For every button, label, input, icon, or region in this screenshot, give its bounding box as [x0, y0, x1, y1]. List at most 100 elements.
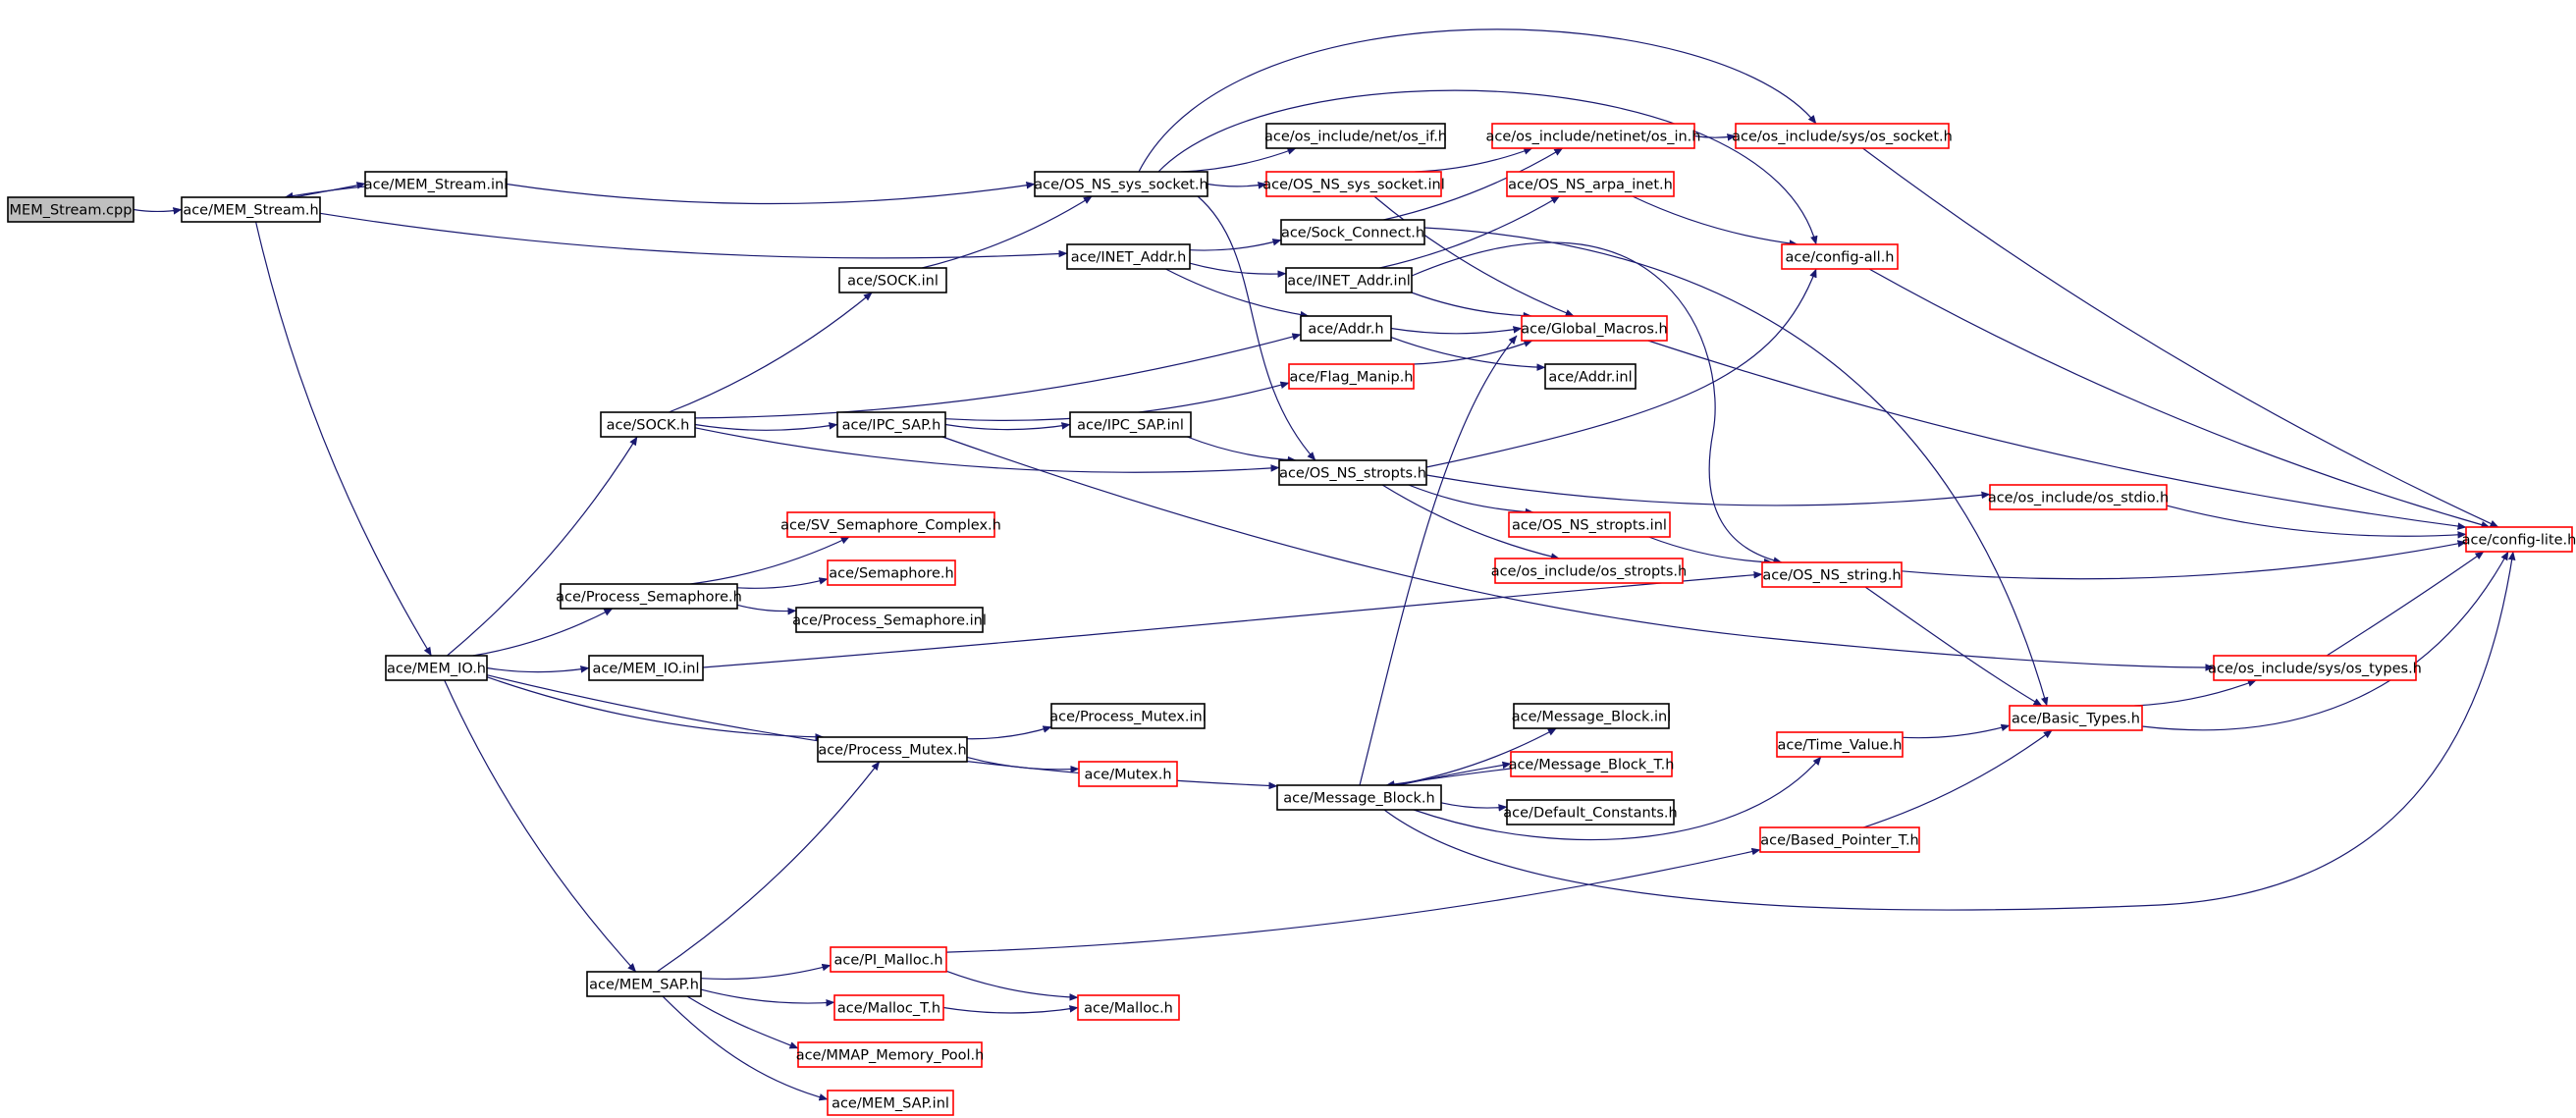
node-box: [1761, 561, 1903, 588]
node-malloc-t-h[interactable]: ace/Malloc_T.h: [833, 994, 944, 1021]
node-config-all-h[interactable]: ace/config-all.h: [1781, 243, 1899, 270]
node-mmap-memory-pool-h[interactable]: ace/MMAP_Memory_Pool.h: [796, 1041, 985, 1068]
node-mem-stream-inl[interactable]: ace/MEM_Stream.inl: [364, 171, 508, 197]
node-sv-sem-complex-h[interactable]: ace/SV_Semaphore_Complex.h: [780, 511, 1001, 538]
node-sock-h[interactable]: ace/SOCK.h: [600, 411, 696, 438]
edge-inet-addr-inl-to-global-macros-h: [1411, 292, 1532, 320]
node-inet-addr-h[interactable]: ace/INET_Addr.h: [1066, 243, 1191, 270]
node-label: ace/os_include/sys/os_types.h: [2208, 662, 2422, 677]
node-process-mutex-inl[interactable]: ace/Process_Mutex.inl: [1049, 703, 1207, 729]
edge-global-macros-h-to-config-lite-h: [1647, 340, 2467, 530]
edge-mem-io-h-to-process-semaphore-h: [472, 608, 614, 657]
node-message-block-inl[interactable]: ace/Message_Block.inl: [1512, 703, 1672, 729]
node-label: ace/Flag_Manip.h: [1290, 370, 1414, 386]
edge-inet-addr-inl-to-os-ns-arpa-inet-h: [1379, 195, 1560, 269]
edge-os-ns-stropts-h-to-os-stdio-h: [1425, 474, 1991, 506]
node-os-ns-string-h[interactable]: ace/OS_NS_string.h: [1761, 561, 1903, 588]
node-mem-sap-inl[interactable]: ace/MEM_SAP.inl: [827, 1090, 954, 1116]
node-sock-connect-h[interactable]: ace/Sock_Connect.h: [1280, 219, 1425, 245]
node-message-block-t-h[interactable]: ace/Message_Block_T.h: [1509, 751, 1675, 777]
node-label: ace/OS_NS_sys_socket.h: [1034, 178, 1208, 193]
node-mem-io-h[interactable]: ace/MEM_IO.h: [385, 655, 488, 681]
node-box: [1276, 784, 1442, 811]
node-label: ace/Process_Mutex.inl: [1049, 710, 1206, 725]
node-os-if-h[interactable]: ace/os_include/net/os_if.h: [1264, 123, 1447, 149]
node-label: ace/MEM_Stream.h: [183, 203, 318, 219]
node-label: ace/Process_Mutex.h: [818, 743, 966, 759]
node-mem-io-inl[interactable]: ace/MEM_IO.inl: [588, 655, 704, 681]
node-os-ns-sys-socket-inl[interactable]: ace/OS_NS_sys_socket.inl: [1262, 171, 1445, 197]
edge-mem-stream-h-to-inet-addr-h: [319, 212, 1068, 259]
edge-sys-os-socket-h-to-config-lite-h: [1862, 147, 2499, 528]
node-label: ace/MEM_IO.inl: [592, 662, 699, 677]
node-ipc-sap-h[interactable]: ace/IPC_SAP.h: [836, 411, 946, 438]
edge-os-ns-sys-socket-h-to-config-all-h: [1157, 89, 1818, 245]
node-label: ace/MEM_SAP.inl: [832, 1096, 949, 1112]
node-box: [797, 1041, 983, 1068]
node-global-macros-h[interactable]: ace/Global_Macros.h: [1521, 315, 1668, 342]
node-based-pointer-t-h[interactable]: ace/Based_Pointer_T.h: [1759, 826, 1920, 853]
edge-mem-io-h-to-mem-sap-h: [444, 679, 637, 973]
node-semaphore-h[interactable]: ace/Semaphore.h: [827, 559, 956, 586]
node-label: ace/os_include/netinet/os_in.h: [1486, 130, 1701, 145]
node-box: [1300, 315, 1392, 342]
node-label: ace/Malloc_T.h: [837, 1001, 940, 1017]
node-box: [1285, 267, 1413, 293]
node-process-semaphore-h[interactable]: ace/Process_Semaphore.h: [556, 583, 742, 610]
node-label: ace/os_include/os_stdio.h: [1988, 491, 2169, 506]
node-sock-inl[interactable]: ace/SOCK.inl: [838, 267, 947, 293]
node-process-mutex-h[interactable]: ace/Process_Mutex.h: [817, 736, 968, 763]
edge-os-ns-sys-socket-h-to-os-if-h: [1180, 147, 1297, 173]
node-flag-manip-h[interactable]: ace/Flag_Manip.h: [1288, 363, 1415, 390]
node-time-value-h[interactable]: ace/Time_Value.h: [1776, 731, 1904, 758]
node-default-constants-h[interactable]: ace/Default_Constants.h: [1503, 799, 1678, 825]
node-sys-os-types-h[interactable]: ace/os_include/sys/os_types.h: [2208, 655, 2422, 681]
node-label: ace/Message_Block_T.h: [1509, 758, 1675, 773]
node-sys-os-socket-h[interactable]: ace/os_include/sys/os_socket.h: [1732, 123, 1953, 149]
node-mem-stream-cpp[interactable]: MEM_Stream.cpp: [7, 196, 134, 223]
node-addr-inl[interactable]: ace/Addr.inl: [1544, 363, 1637, 390]
node-os-ns-arpa-inet-h[interactable]: ace/OS_NS_arpa_inet.h: [1506, 171, 1675, 197]
node-os-ns-stropts-h[interactable]: ace/OS_NS_stropts.h: [1278, 459, 1427, 486]
node-box: [364, 171, 508, 197]
edge-basic-types-h-to-config-lite-h: [2141, 551, 2509, 731]
node-label: ace/OS_NS_stropts.inl: [1512, 518, 1667, 534]
edge-addr-h-to-addr-inl: [1390, 337, 1546, 371]
node-os-in-h[interactable]: ace/os_include/netinet/os_in.h: [1486, 123, 1701, 149]
node-malloc-h[interactable]: ace/Malloc.h: [1077, 994, 1180, 1021]
edge-inet-addr-h-to-inet-addr-inl: [1189, 262, 1287, 278]
edge-ipc-sap-h-to-sys-os-types-h: [941, 436, 2215, 671]
node-box: [1494, 558, 1684, 584]
node-label: ace/Basic_Types.h: [2012, 712, 2140, 727]
edge-config-all-h-to-config-lite-h: [1868, 268, 2491, 529]
node-box: [1735, 123, 1950, 149]
node-box: [1521, 315, 1668, 342]
edge-mem-io-h-to-process-mutex-h: [486, 676, 825, 741]
node-label: MEM_Stream.cpp: [10, 203, 133, 219]
node-addr-h[interactable]: ace/Addr.h: [1300, 315, 1392, 342]
edge-flag-manip-h-to-global-macros-h: [1413, 340, 1533, 365]
edge-os-ns-stropts-h-to-os-stropts-h: [1381, 484, 1560, 560]
node-box: [786, 511, 995, 538]
node-message-block-h[interactable]: ace/Message_Block.h: [1276, 784, 1442, 811]
node-ipc-sap-inl[interactable]: ace/IPC_SAP.inl: [1069, 411, 1192, 438]
node-inet-addr-inl[interactable]: ace/INET_Addr.inl: [1285, 267, 1413, 293]
node-os-stdio-h[interactable]: ace/os_include/os_stdio.h: [1988, 484, 2169, 510]
edge-sock-h-to-sock-inl: [668, 292, 873, 413]
node-pi-malloc-h[interactable]: ace/PI_Malloc.h: [830, 946, 947, 973]
node-label: ace/config-all.h: [1785, 250, 1894, 266]
node-basic-types-h[interactable]: ace/Basic_Types.h: [2009, 705, 2143, 731]
node-os-ns-sys-socket-h[interactable]: ace/OS_NS_sys_socket.h: [1034, 171, 1208, 197]
edge-message-block-t-h-to-message-block-h: [1385, 768, 1512, 788]
node-os-stropts-h[interactable]: ace/os_include/os_stropts.h: [1491, 558, 1687, 584]
node-mem-stream-h[interactable]: ace/MEM_Stream.h: [181, 196, 321, 223]
edges-layer: [133, 28, 2516, 1101]
node-os-ns-stropts-inl[interactable]: ace/OS_NS_stropts.inl: [1508, 511, 1671, 538]
node-process-semaphore-inl[interactable]: ace/Process_Semaphore.inl: [792, 607, 987, 633]
node-mutex-h[interactable]: ace/Mutex.h: [1078, 761, 1178, 787]
node-box: [1265, 123, 1446, 149]
node-box: [1077, 994, 1180, 1021]
node-mem-sap-h[interactable]: ace/MEM_SAP.h: [586, 971, 702, 997]
node-config-lite-h[interactable]: ace/config-lite.h: [2462, 526, 2576, 553]
node-box: [586, 971, 702, 997]
